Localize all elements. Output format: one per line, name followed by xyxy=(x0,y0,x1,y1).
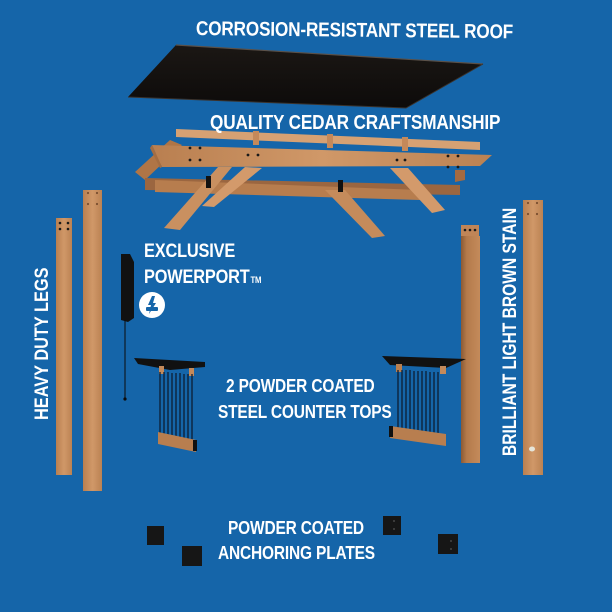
roof-label: CORROSION-RESISTANT STEEL ROOF xyxy=(195,18,514,44)
brand-badge-icon xyxy=(529,446,535,452)
powerport-name: POWERPORT xyxy=(144,267,250,288)
anchoring-plate-4 xyxy=(438,534,458,554)
power-plug-icon xyxy=(139,292,165,318)
anchor-label-line2: ANCHORING PLATES xyxy=(218,543,375,563)
cedar-roof-frame xyxy=(135,129,492,238)
counter-top-left xyxy=(134,358,205,452)
counter-label-line2: STEEL COUNTER TOPS xyxy=(218,402,392,422)
leg-post-4 xyxy=(523,200,543,475)
counter-top-right xyxy=(382,356,466,446)
leg-post-2 xyxy=(83,190,102,491)
leg-post-3 xyxy=(461,236,480,463)
powerport-label-line1: EXCLUSIVE xyxy=(144,241,236,262)
counter-label-line1: 2 POWDER COATED xyxy=(226,376,375,396)
stain-label: BRILLIANT LIGHT BROWN STAIN xyxy=(500,207,521,456)
leg-post-1 xyxy=(56,218,72,475)
anchor-label-line1: POWDER COATED xyxy=(228,518,364,538)
frame-label: QUALITY CEDAR CRAFTSMANSHIP xyxy=(210,112,501,134)
anchoring-plate-2 xyxy=(182,546,202,566)
legs-label: HEAVY DUTY LEGS xyxy=(32,267,53,420)
anchoring-plate-3 xyxy=(383,516,401,535)
powerport-outlet xyxy=(121,254,134,401)
anchoring-plate-1 xyxy=(147,526,164,545)
steel-roof-panel xyxy=(127,44,484,109)
powerport-label-line2: POWERPORTTM xyxy=(144,267,261,289)
trademark-symbol: TM xyxy=(250,275,262,285)
